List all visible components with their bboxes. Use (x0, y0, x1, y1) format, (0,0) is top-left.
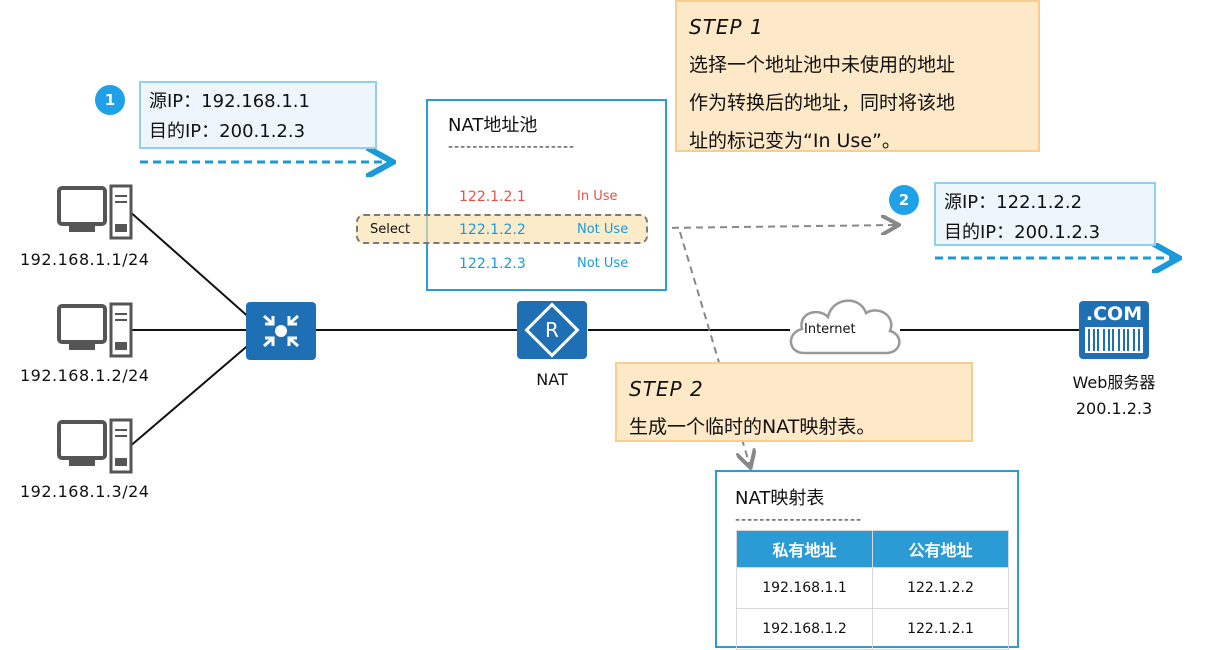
step1-note: STEP 1 选择一个地址池中未使用的地址 作为转换后的地址，同时将该地 址的标… (675, 0, 1040, 152)
public-address-cell: 122.1.2.1 (872, 608, 1009, 650)
pool-row: 122.1.2.2 Not Use (427, 216, 667, 244)
server-badge: .COM (1085, 303, 1143, 325)
select-to-mapping-arrow (679, 231, 750, 466)
pool-ip: 122.1.2.1 (459, 189, 526, 205)
web-server-icon: .COM (1079, 301, 1149, 359)
step-badge-2: 2 (889, 185, 919, 215)
pool-ip: 122.1.2.2 (459, 222, 526, 238)
nat-mapping-table: NAT映射表 --------------------- 私有地址 公有地址 1… (715, 470, 1019, 650)
pool-ip: 122.1.2.3 (459, 256, 526, 272)
table-header-row: 私有地址 公有地址 (736, 530, 1009, 568)
mapping-divider: --------------------- (735, 512, 863, 528)
cloud-icon (789, 299, 901, 355)
host-ip-label: 192.168.1.2/24 (20, 366, 150, 385)
switch-icon (246, 302, 316, 360)
mapping-title: NAT映射表 (735, 488, 825, 509)
pool-status: In Use (577, 189, 618, 204)
private-address-cell: 192.168.1.1 (736, 567, 873, 609)
pc-icon (57, 184, 133, 240)
step2-title: STEP 2 (629, 377, 704, 401)
server-label: Web服务器 200.1.2.3 (1054, 370, 1174, 422)
select-to-packet2-arrow (659, 225, 897, 228)
host-ip-label: 192.168.1.3/24 (20, 482, 150, 501)
packet2-dst: 目的IP：200.1.2.3 (944, 222, 1101, 243)
packet1-src: 源IP：192.168.1.1 (149, 91, 310, 112)
packet1-dst: 目的IP：200.1.2.3 (149, 121, 306, 142)
server-name: Web服务器 (1072, 373, 1156, 392)
pool-status: Not Use (577, 222, 629, 237)
select-label: Select (370, 222, 411, 237)
step1-line-1: 选择一个地址池中未使用的地址 (689, 54, 956, 76)
step2-note: STEP 2 生成一个临时的NAT映射表。 (615, 362, 973, 442)
pool-title: NAT地址池 (448, 115, 538, 136)
internet-label: Internet (804, 322, 856, 337)
pool-divider: --------------------- (448, 139, 576, 155)
table-row: 192.168.1.1 122.1.2.2 (736, 567, 1009, 609)
step1-line-3: 址的标记变为“In Use”。 (689, 130, 901, 152)
pc-icon (57, 418, 133, 474)
mapping-grid: 私有地址 公有地址 192.168.1.1 122.1.2.2 192.168.… (736, 530, 1009, 650)
packet2-src: 源IP：122.1.2.2 (944, 192, 1083, 213)
step2-text: 生成一个临时的NAT映射表。 (629, 416, 876, 438)
svg-text:R: R (545, 318, 559, 342)
nat-label: NAT (536, 370, 568, 389)
pool-row: 122.1.2.3 Not Use (427, 250, 667, 278)
pc-icon (57, 302, 133, 358)
public-address-cell: 122.1.2.2 (872, 567, 1009, 609)
pool-status: Not Use (577, 256, 629, 271)
packet2-box: 源IP：122.1.2.2 目的IP：200.1.2.3 (934, 182, 1156, 246)
link-host3-switch (127, 341, 253, 449)
select-highlight (356, 214, 648, 244)
step-badge-1: 1 (95, 85, 125, 115)
host-ip-label: 192.168.1.1/24 (20, 250, 150, 269)
table-row: 192.168.1.2 122.1.2.1 (736, 608, 1009, 650)
step1-title: STEP 1 (689, 15, 764, 39)
packet1-box: 源IP：192.168.1.1 目的IP：200.1.2.3 (139, 81, 377, 149)
column-header: 公有地址 (872, 530, 1009, 568)
server-ip: 200.1.2.3 (1075, 399, 1153, 418)
column-header: 私有地址 (736, 530, 873, 568)
private-address-cell: 192.168.1.2 (736, 608, 873, 650)
pool-row: 122.1.2.1 In Use (427, 183, 667, 211)
router-icon: R (517, 301, 587, 359)
nat-address-pool: NAT地址池 --------------------- (426, 99, 667, 291)
step1-line-2: 作为转换后的地址，同时将该地 (689, 92, 956, 114)
link-host1-switch (127, 209, 253, 321)
